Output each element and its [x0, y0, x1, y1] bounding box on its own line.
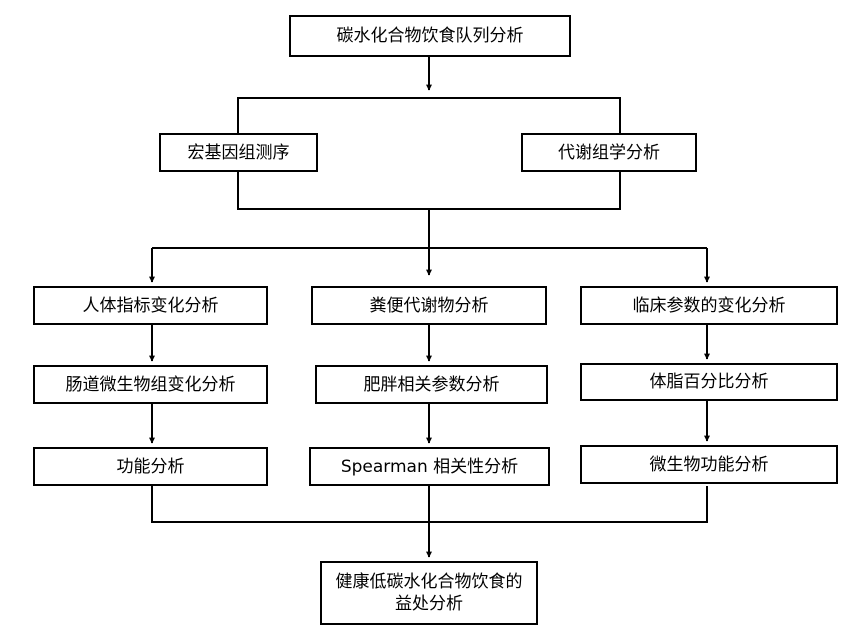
bracket-methods	[237, 97, 621, 133]
middle-branch-node-3: Spearman 相关性分析	[309, 447, 550, 486]
left-branch-node-1: 人体指标变化分析	[33, 286, 268, 325]
bracket-methods-join	[237, 172, 621, 210]
middle-branch-node-2: 肥胖相关参数分析	[315, 365, 548, 404]
metagenome-node: 宏基因组测序	[159, 133, 318, 172]
metabolome-node: 代谢组学分析	[521, 133, 697, 172]
root-node: 碳水化合物饮食队列分析	[289, 15, 571, 57]
left-branch-node-2: 肠道微生物组变化分析	[33, 365, 268, 404]
right-branch-node-1: 临床参数的变化分析	[580, 286, 838, 325]
right-branch-node-2: 体脂百分比分析	[580, 363, 838, 401]
middle-branch-node-1: 粪便代谢物分析	[311, 286, 547, 325]
conclusion-node: 健康低碳水化合物饮食的益处分析	[320, 561, 538, 625]
right-branch-node-3: 微生物功能分析	[580, 445, 838, 484]
left-branch-node-3: 功能分析	[33, 447, 268, 486]
